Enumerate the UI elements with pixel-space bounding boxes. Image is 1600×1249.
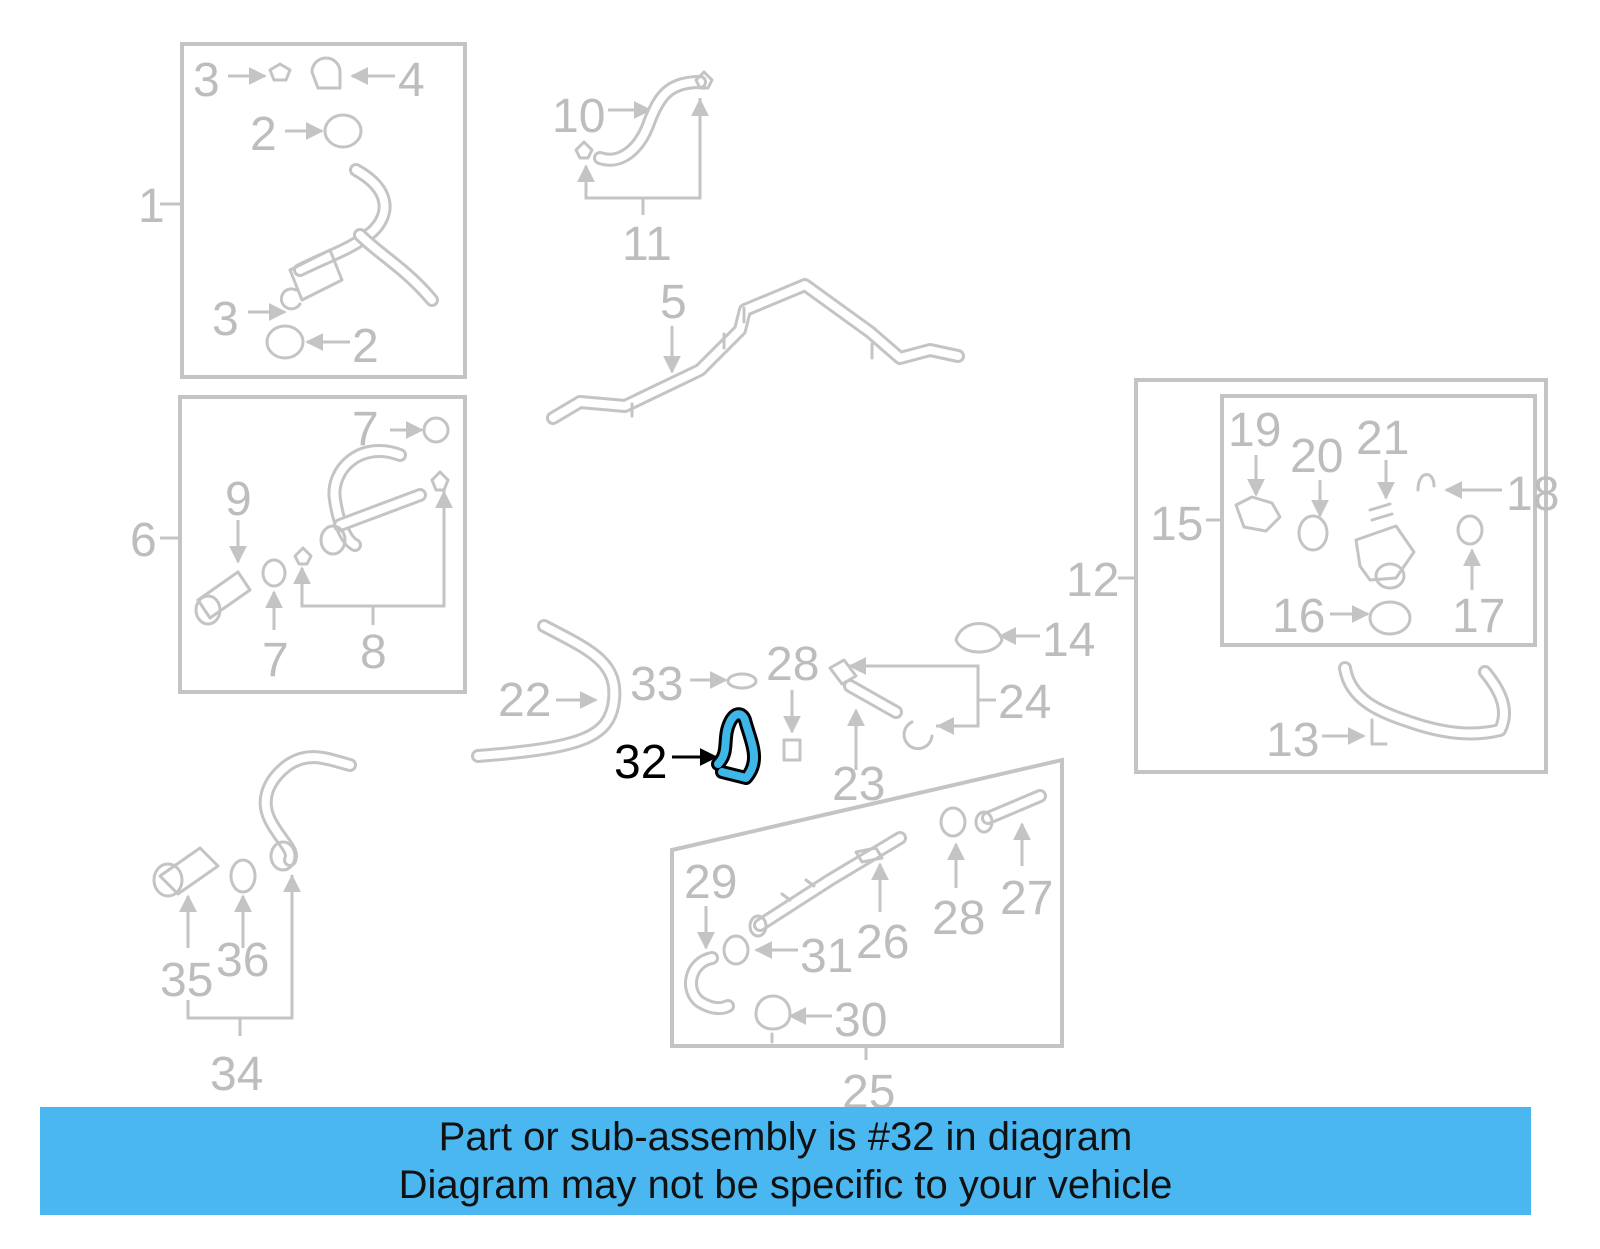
hose-body-icon <box>279 248 344 311</box>
clamp-ring-icon <box>722 934 750 966</box>
group-25: 25 27 28 26 29 31 30 <box>670 757 1064 1119</box>
clamp-ring-icon <box>939 806 967 838</box>
banner-line-2: Diagram may not be specific to your vehi… <box>398 1163 1173 1207</box>
callout-30[interactable]: 30 <box>834 994 887 1047</box>
callout-34[interactable]: 34 <box>210 1048 263 1101</box>
callout-15[interactable]: 15 <box>1150 498 1203 551</box>
clamp-icon <box>754 994 792 1044</box>
gasket-icon <box>1234 495 1282 533</box>
callout-31[interactable]: 31 <box>800 930 853 983</box>
hose-end-icon <box>974 810 994 834</box>
seal-icon <box>726 672 758 690</box>
clamp-icon <box>574 140 594 160</box>
pipe-tab-icon <box>780 846 884 902</box>
callout-13[interactable]: 13 <box>1266 714 1319 767</box>
group-12: 12 15 19 20 21 18 17 16 13 <box>1066 378 1559 774</box>
clamp-icon <box>902 720 934 751</box>
group-25-box <box>670 757 1064 1048</box>
callout-24[interactable]: 24 <box>998 676 1051 729</box>
callout-11[interactable]: 11 <box>622 218 672 271</box>
callout-17[interactable]: 17 <box>1452 590 1505 643</box>
callout-35[interactable]: 35 <box>160 954 213 1007</box>
callout-1[interactable]: 1 <box>138 180 165 233</box>
pipe-end-icon <box>748 914 768 938</box>
group-34: 35 36 34 <box>152 750 357 1101</box>
hook-icon <box>1416 473 1436 492</box>
group-11: 10 11 <box>552 70 714 271</box>
clamp-ring-icon <box>229 858 257 894</box>
callout-9[interactable]: 9 <box>225 473 252 526</box>
callout-28-center[interactable]: 28 <box>766 638 819 691</box>
housing-port-icon <box>1374 562 1406 590</box>
callout-19[interactable]: 19 <box>1228 404 1281 457</box>
callout-32[interactable]: 32 <box>614 736 667 789</box>
banner-line-1: Part or sub-assembly is #32 in diagram <box>438 1115 1133 1159</box>
clamp-ring-icon <box>265 324 305 360</box>
connector-end-icon <box>194 594 222 626</box>
callout-3-bottom[interactable]: 3 <box>212 293 239 346</box>
callout-12[interactable]: 12 <box>1066 554 1119 607</box>
o-ring-icon <box>1456 514 1484 546</box>
group-6-box <box>178 395 467 694</box>
info-banner: Part or sub-assembly is #32 in diagram D… <box>40 1107 1531 1215</box>
thermostat-housing-icon <box>1354 524 1416 582</box>
callout-6[interactable]: 6 <box>130 514 157 567</box>
callout-4[interactable]: 4 <box>398 54 425 107</box>
o-ring-icon <box>261 558 287 588</box>
callout-10[interactable]: 10 <box>552 90 605 143</box>
callout-18[interactable]: 18 <box>1506 468 1559 521</box>
connector-end-icon <box>152 862 184 898</box>
cap-icon <box>1368 600 1412 636</box>
spring-icon <box>1368 502 1394 522</box>
callout-16[interactable]: 16 <box>1272 590 1325 643</box>
callout-7-bottom[interactable]: 7 <box>262 634 289 687</box>
callout-22[interactable]: 22 <box>498 674 551 727</box>
callout-36[interactable]: 36 <box>216 934 269 987</box>
group-1-box <box>180 42 467 379</box>
callout-2-bottom[interactable]: 2 <box>352 320 379 373</box>
fitting-icon <box>828 658 858 686</box>
callout-26[interactable]: 26 <box>856 916 909 969</box>
o-ring-icon <box>422 416 450 444</box>
clamp-ring-icon <box>323 113 363 149</box>
connector-icon <box>158 846 220 896</box>
callout-20[interactable]: 20 <box>1290 430 1343 483</box>
hose-end-icon <box>310 56 342 90</box>
callout-33[interactable]: 33 <box>630 658 683 711</box>
hose-port-icon <box>269 840 297 872</box>
group-12-box <box>1134 378 1548 774</box>
clamp-icon <box>430 470 450 492</box>
connector-icon <box>196 570 252 620</box>
clamp-icon <box>694 70 714 90</box>
clamp-icon <box>954 622 1004 654</box>
callout-28-bottom[interactable]: 28 <box>932 892 985 945</box>
callout-27[interactable]: 27 <box>1000 872 1053 925</box>
clamp-icon <box>293 546 313 566</box>
callout-5[interactable]: 5 <box>660 276 687 329</box>
o-ring-icon <box>1297 514 1329 552</box>
tube-brackets <box>630 306 874 418</box>
group-1: 1 3 4 2 3 2 <box>138 42 467 379</box>
callout-3-top[interactable]: 3 <box>193 54 220 107</box>
hose-bracket-icon <box>1370 718 1388 746</box>
callout-2-top[interactable]: 2 <box>250 108 277 161</box>
callout-14[interactable]: 14 <box>1042 614 1095 667</box>
clamp-icon <box>268 62 292 82</box>
callout-8[interactable]: 8 <box>360 626 387 679</box>
center-parts: 14 22 33 28 23 24 32 <box>471 614 1095 811</box>
callout-21[interactable]: 21 <box>1356 412 1409 465</box>
group-6: 6 7 9 7 8 <box>130 395 467 694</box>
group-5: 5 <box>546 276 965 425</box>
hose-port-icon <box>319 524 347 556</box>
clip-icon <box>782 738 802 762</box>
callout-29[interactable]: 29 <box>684 856 737 909</box>
